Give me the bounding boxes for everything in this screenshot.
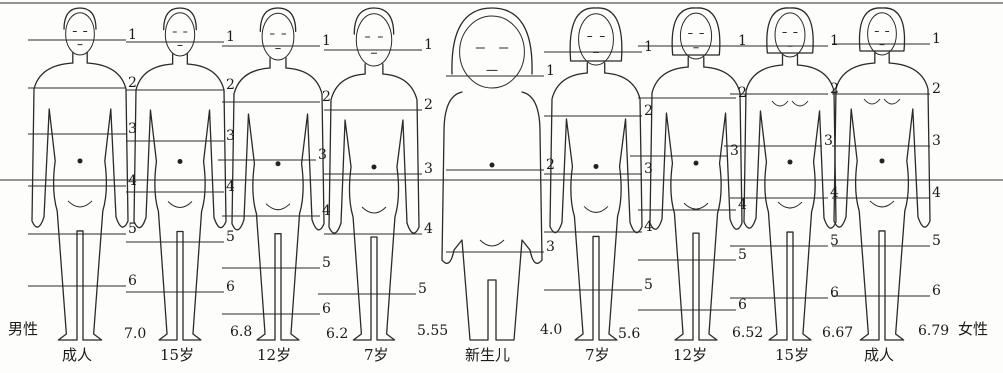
proportion-mark: 2 xyxy=(424,98,433,112)
proportion-mark: 5 xyxy=(418,282,427,296)
proportion-mark: 4 xyxy=(830,186,839,200)
proportion-mark: 6 xyxy=(932,284,941,298)
proportion-mark: 5 xyxy=(830,234,839,248)
proportion-mark: 6 xyxy=(322,302,331,316)
ratio-label: 6.52 xyxy=(732,326,763,340)
proportion-mark: 2 xyxy=(322,90,331,104)
proportion-mark: 6 xyxy=(830,286,839,300)
body-figure xyxy=(744,8,836,340)
proportion-mark: 3 xyxy=(730,144,739,158)
proportion-mark: 1 xyxy=(322,34,331,48)
proportion-mark: 2 xyxy=(644,104,653,118)
age-label: 7岁 xyxy=(364,348,389,363)
proportion-mark: 3 xyxy=(932,134,941,148)
proportion-mark: 5 xyxy=(738,248,747,262)
proportion-mark: 4 xyxy=(226,180,235,194)
age-label: 成人 xyxy=(62,348,92,363)
age-label: 12岁 xyxy=(257,348,291,363)
proportion-mark: 4 xyxy=(932,186,941,200)
ratio-label: 6.67 xyxy=(822,326,853,340)
female-label: 女性 xyxy=(958,322,988,337)
body-figure xyxy=(442,8,542,340)
proportion-mark: 1 xyxy=(738,34,747,48)
proportion-mark: 1 xyxy=(932,32,941,46)
proportion-mark: 1 xyxy=(546,64,555,78)
proportion-mark: 5 xyxy=(932,234,941,248)
proportion-mark: 3 xyxy=(318,148,327,162)
proportion-mark: 4 xyxy=(128,174,137,188)
proportion-mark: 4 xyxy=(424,222,433,236)
proportion-mark: 4 xyxy=(644,220,653,234)
age-label: 12岁 xyxy=(673,348,707,363)
proportion-mark: 5 xyxy=(644,278,653,292)
age-label: 7岁 xyxy=(585,348,610,363)
proportion-mark: 1 xyxy=(644,40,653,54)
body-figure xyxy=(134,8,226,340)
proportion-mark: 3 xyxy=(824,134,833,148)
ratio-label: 6.2 xyxy=(326,327,348,341)
proportion-mark: 5 xyxy=(226,230,235,244)
body-figure xyxy=(834,8,930,340)
proportion-mark: 6 xyxy=(128,274,137,288)
proportion-mark: 6 xyxy=(226,280,235,294)
ratio-label: 7.0 xyxy=(124,327,146,341)
body-figure xyxy=(32,8,128,340)
male-label: 男性 xyxy=(8,322,38,337)
proportion-mark: 4 xyxy=(738,198,747,212)
proportion-mark: 5 xyxy=(128,222,137,236)
ratio-label: 4.0 xyxy=(540,323,562,337)
age-label: 成人 xyxy=(864,348,894,363)
proportion-mark: 2 xyxy=(128,76,137,90)
body-figure xyxy=(232,8,324,340)
ratio-label: 6.79 xyxy=(918,324,949,338)
proportion-mark: 3 xyxy=(128,122,137,136)
proportion-mark: 1 xyxy=(226,30,235,44)
body-figure xyxy=(650,8,742,340)
proportion-mark: 6 xyxy=(738,298,747,312)
proportion-mark: 3 xyxy=(644,162,653,176)
proportion-mark: 2 xyxy=(830,82,839,96)
proportion-mark: 5 xyxy=(322,256,331,270)
proportion-mark: 2 xyxy=(738,86,747,100)
proportion-mark: 3 xyxy=(546,240,555,254)
proportion-mark: 3 xyxy=(424,162,433,176)
proportion-mark: 1 xyxy=(424,38,433,52)
ratio-label: 5.6 xyxy=(618,327,640,341)
age-label: 15岁 xyxy=(160,348,194,363)
age-label: 新生儿 xyxy=(465,348,510,363)
proportion-mark: 2 xyxy=(226,78,235,92)
proportion-mark: 2 xyxy=(932,82,941,96)
proportion-mark: 1 xyxy=(128,28,137,42)
proportion-mark: 3 xyxy=(226,129,235,143)
proportion-mark: 2 xyxy=(546,158,555,172)
age-label: 15岁 xyxy=(775,348,809,363)
ratio-label: 5.55 xyxy=(417,324,448,338)
ratio-label: 6.8 xyxy=(230,325,252,339)
proportion-mark: 4 xyxy=(322,204,331,218)
proportion-mark: 1 xyxy=(830,34,839,48)
